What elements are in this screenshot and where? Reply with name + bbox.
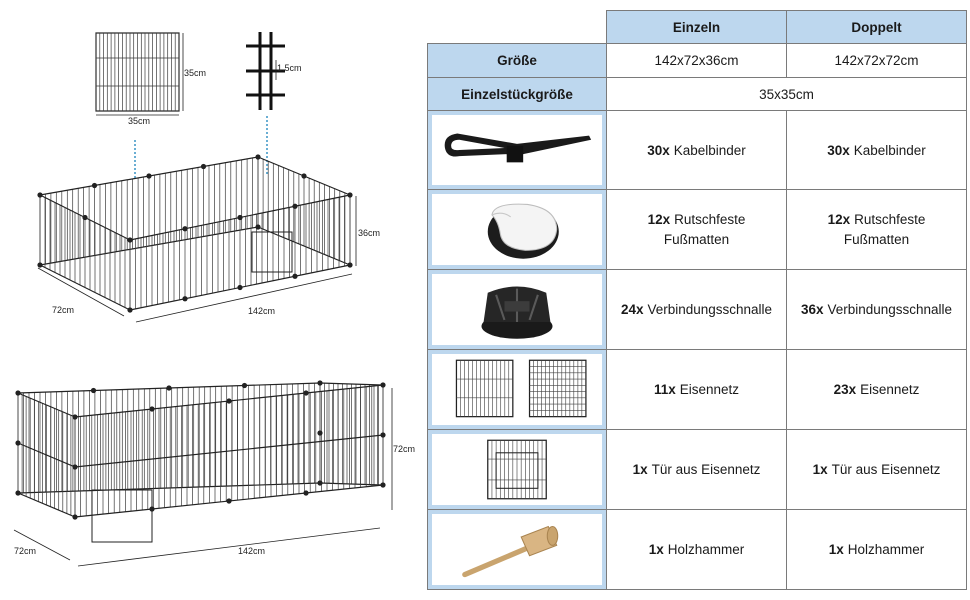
row-label-size: Größe xyxy=(427,43,607,78)
wire-door-icon xyxy=(487,439,547,500)
single-pen-drawing xyxy=(37,154,357,323)
foot-mat-icon xyxy=(487,203,559,259)
item-image-cell xyxy=(427,509,607,590)
cable-tie-icon xyxy=(444,133,592,163)
dimension-lines xyxy=(13,388,393,567)
spec-table: Einzeln Doppelt Größe 142x72x36cm 142x72… xyxy=(427,10,967,590)
size-single: 142x72x36cm xyxy=(606,43,787,78)
single-panel-drawing xyxy=(95,32,184,116)
item-image-cell xyxy=(427,429,607,510)
column-header-double: Doppelt xyxy=(786,10,967,44)
bar-gap-label: 1.5cm xyxy=(277,63,302,73)
single-length-label: 142cm xyxy=(248,306,276,316)
item-image-cell xyxy=(427,269,607,350)
wire-panel-icon xyxy=(455,359,587,418)
double-pen-drawing xyxy=(13,380,393,567)
connector-buckle-icon xyxy=(481,286,553,339)
wooden-mallet-icon xyxy=(462,525,559,578)
column-header-single: Einzeln xyxy=(606,10,787,44)
single-height-label: 36cm xyxy=(358,228,381,238)
dimension-lines xyxy=(96,33,184,116)
double-depth-label: 72cm xyxy=(14,546,37,556)
double-length-label: 142cm xyxy=(238,546,266,556)
dimension-lines xyxy=(37,196,357,323)
panel-height-label: 35cm xyxy=(184,68,207,78)
panel-width-label: 35cm xyxy=(128,116,151,126)
product-diagrams: 35cm 35cm 1.5cm 36cm 72cm 142cm 72cm 72c… xyxy=(0,0,420,600)
leader-lines xyxy=(134,116,268,180)
item-image-cell xyxy=(427,110,607,190)
size-double: 142x72x72cm xyxy=(786,43,967,78)
pen-door xyxy=(91,489,153,543)
row-label-piece-size: Einzelstückgröße xyxy=(427,77,607,111)
pen-drawings xyxy=(13,32,393,567)
item-image-cell xyxy=(427,189,607,270)
double-height-label: 72cm xyxy=(393,444,416,454)
piece-size-value: 35x35cm xyxy=(606,77,967,111)
item-image-cell xyxy=(427,349,607,430)
pen-door xyxy=(251,231,293,273)
bar-gap-detail xyxy=(246,32,285,110)
single-depth-label: 72cm xyxy=(52,305,75,315)
